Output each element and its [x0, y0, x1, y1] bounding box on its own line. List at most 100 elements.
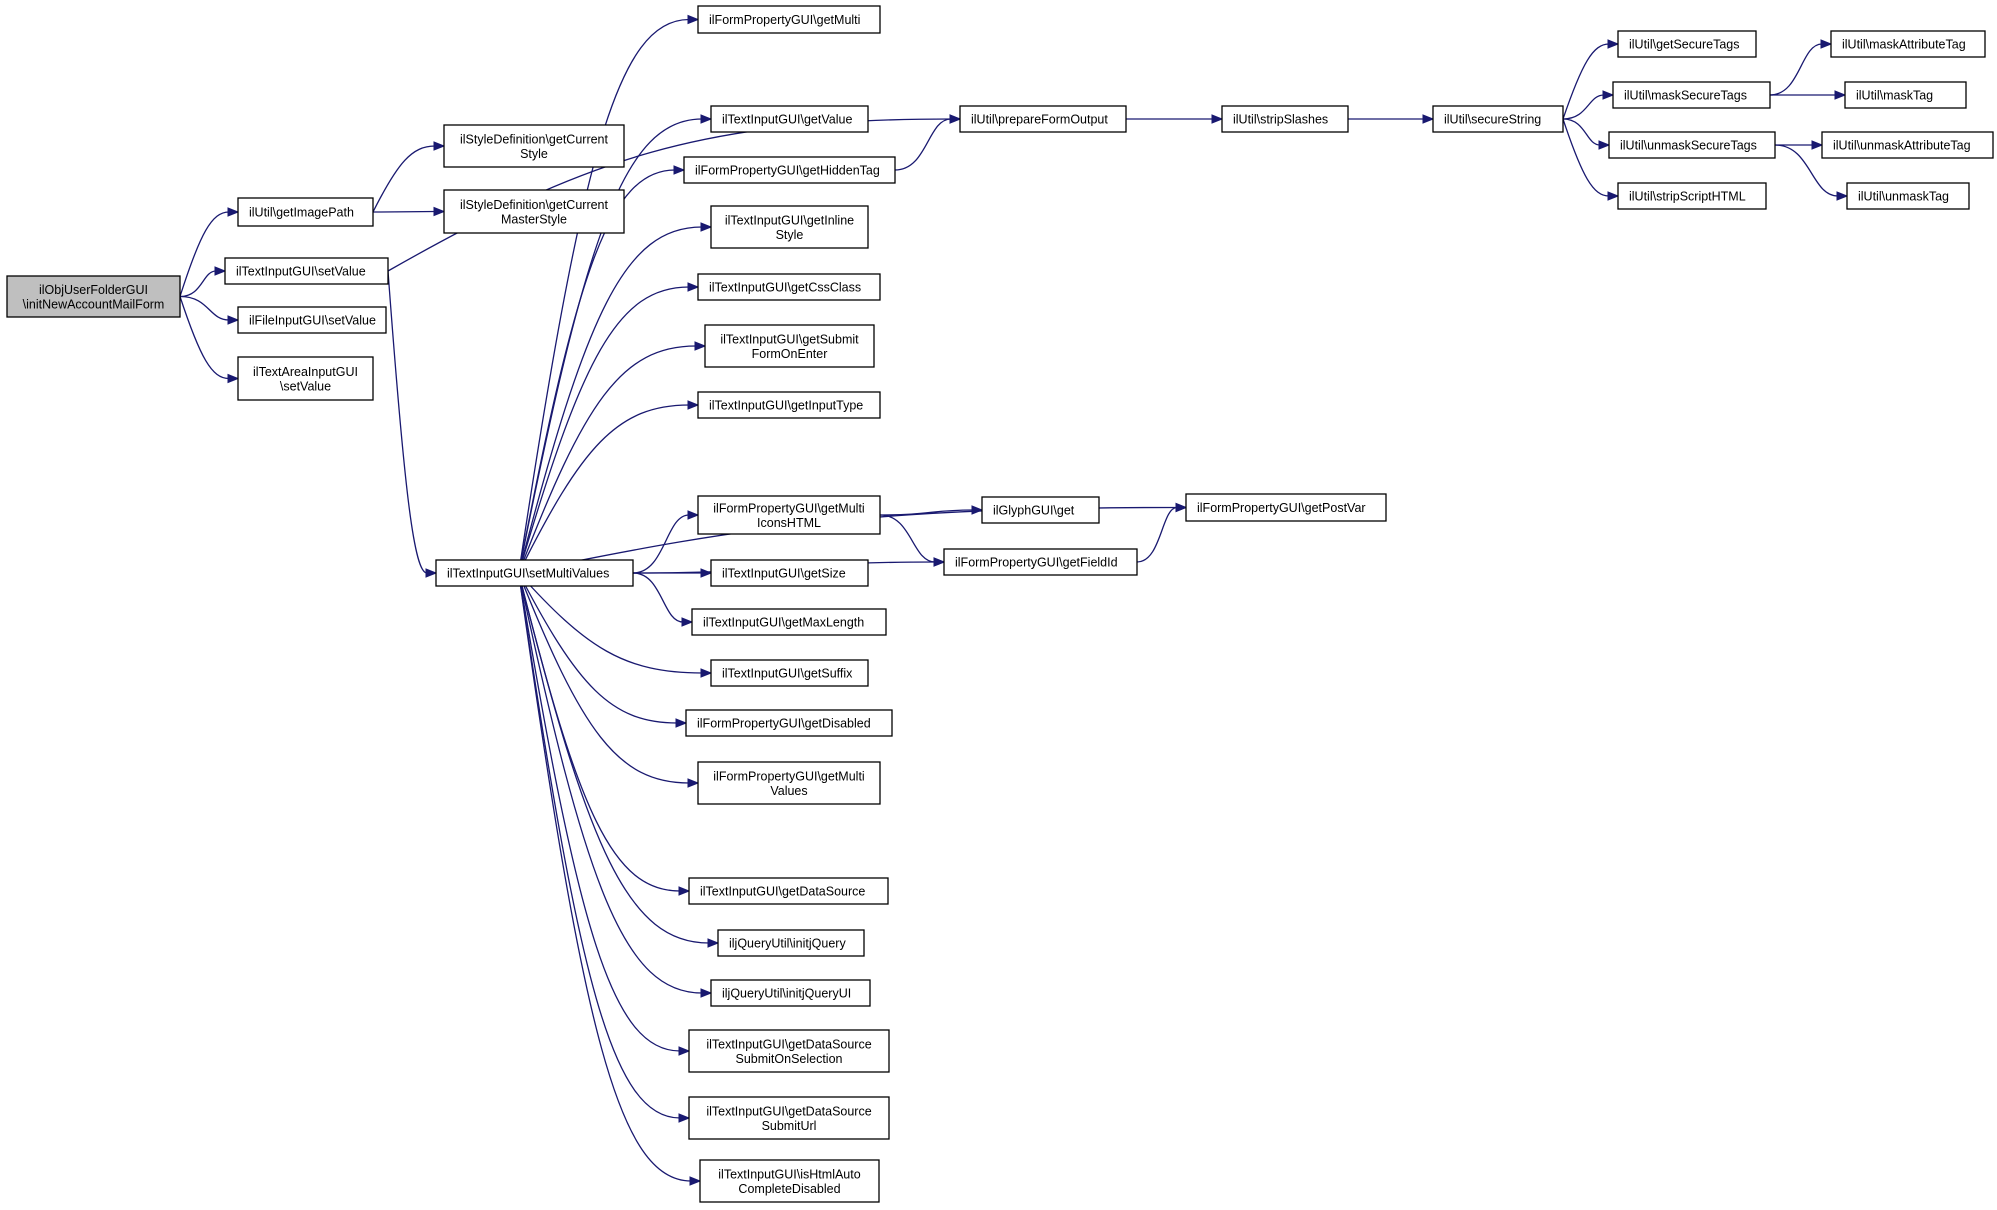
node-box — [710, 659, 869, 687]
node-label: ilTextAreaInputGUI — [253, 365, 358, 379]
edge-line — [372, 145, 436, 213]
node-get-secure-tags[interactable]: ilUtil\getSecureTags — [1617, 30, 1757, 58]
node-root[interactable]: ilObjUserFolderGUI\initNewAccountMailFor… — [6, 275, 181, 318]
edge-arrowhead — [1175, 502, 1188, 513]
node-fp-get-field-id[interactable]: ilFormPropertyGUI\getFieldId — [943, 548, 1138, 576]
edge-arrowhead — [425, 568, 438, 578]
node-label: ilTextInputGUI\getDataSource — [706, 1104, 871, 1118]
edge-line — [632, 572, 684, 623]
edge-mask-secure-tags-to-mask-tag — [1770, 90, 1847, 100]
edge-root-to-ta-set-value — [179, 296, 240, 384]
edge-line — [518, 572, 703, 674]
node-ti-set-value[interactable]: ilTextInputGUI\setValue — [224, 257, 389, 285]
node-glyph-get[interactable]: ilGlyphGUI\get — [981, 496, 1100, 524]
node-label: ilTextInputGUI\getSubmit — [720, 332, 859, 346]
node-box — [435, 559, 634, 587]
edge-arrowhead — [681, 617, 694, 627]
edge-secure-string-to-get-secure-tags — [1562, 39, 1620, 120]
edge-fp-get-multi-icons-html-to-glyph-get — [879, 505, 984, 516]
edge-arrowhead — [687, 282, 700, 292]
edge-set-multi-values-to-jq-initj-query-ui — [518, 572, 713, 998]
node-ti-get-dssubmit-on-sel[interactable]: ilTextInputGUI\getDataSourceSubmitOnSele… — [688, 1029, 890, 1073]
node-strip-script-html[interactable]: ilUtil\stripScriptHTML — [1617, 182, 1767, 210]
edge-arrowhead — [689, 1176, 702, 1186]
node-secure-string[interactable]: ilUtil\secureString — [1432, 105, 1564, 133]
edge-arrowhead — [1834, 90, 1847, 100]
node-ti-is-html-auto[interactable]: ilTextInputGUI\isHtmlAutoCompleteDisable… — [699, 1159, 880, 1203]
node-box — [1821, 131, 1994, 159]
edge-arrowhead — [687, 778, 700, 788]
edge-line — [1562, 43, 1610, 120]
edge-line — [179, 295, 230, 321]
edge-root-to-ti-set-value — [179, 266, 227, 298]
edge-line — [179, 211, 230, 297]
node-ti-get-max-length[interactable]: ilTextInputGUI\getMaxLength — [691, 608, 887, 636]
edge-line — [518, 345, 697, 574]
node-label: ilTextInputGUI\getInputType — [709, 399, 863, 413]
edge-set-multi-values-to-ti-get-css-class — [518, 282, 700, 574]
node-unmask-secure-tags[interactable]: ilUtil\unmaskSecureTags — [1608, 131, 1776, 159]
edge-set-multi-values-to-fp-get-multi-icons-html — [632, 510, 700, 574]
edge-line — [879, 514, 936, 563]
node-ti-get-value[interactable]: ilTextInputGUI\getValue — [710, 105, 869, 133]
node-label: iljQueryUtil\initjQueryUI — [722, 987, 851, 1001]
node-set-multi-values[interactable]: ilTextInputGUI\setMultiValues — [435, 559, 634, 587]
node-fp-get-multi[interactable]: ilFormPropertyGUI\getMulti — [697, 5, 881, 34]
edge-arrowhead — [949, 114, 962, 124]
edge-arrowhead — [678, 1113, 691, 1123]
node-mask-tag[interactable]: ilUtil\maskTag — [1844, 81, 1967, 109]
edge-fp-get-field-id-to-fp-get-post-var — [1136, 502, 1188, 563]
call-graph-nodes: ilObjUserFolderGUI\initNewAccountMailFor… — [6, 5, 1994, 1203]
edge-set-multi-values-to-ti-get-submit-form-on-enter — [518, 341, 707, 574]
node-mask-secure-tags[interactable]: ilUtil\maskSecureTags — [1612, 81, 1771, 109]
edge-secure-string-to-strip-script-html — [1562, 118, 1620, 201]
node-unmask-tag[interactable]: ilUtil\unmaskTag — [1846, 182, 1970, 210]
node-box — [710, 559, 869, 587]
edge-line — [1562, 94, 1605, 120]
node-label: ilUtil\getImagePath — [249, 206, 354, 220]
node-label: ilTextInputGUI\getSize — [722, 567, 846, 581]
node-get-image-path[interactable]: ilUtil\getImagePath — [237, 197, 374, 227]
node-box — [1432, 105, 1564, 133]
node-label: ilUtil\maskAttributeTag — [1842, 38, 1966, 52]
node-label: ilFormPropertyGUI\getMulti — [713, 769, 864, 783]
edge-unmask-secure-tags-to-unmask-attribute-tag — [1775, 140, 1824, 150]
edge-line — [518, 572, 681, 1119]
node-ti-get-input-type[interactable]: ilTextInputGUI\getInputType — [697, 391, 881, 419]
node-fi-set-value[interactable]: ilFileInputGUI\setValue — [237, 306, 387, 334]
node-label: ilUtil\stripSlashes — [1233, 113, 1328, 127]
node-jq-initj-query-ui[interactable]: iljQueryUtil\initjQueryUI — [710, 979, 871, 1007]
node-ti-get-size[interactable]: ilTextInputGUI\getSize — [710, 559, 869, 587]
edge-line — [518, 572, 678, 724]
node-label: ilUtil\secureString — [1444, 113, 1541, 127]
node-unmask-attribute-tag[interactable]: ilUtil\unmaskAttributeTag — [1821, 131, 1994, 159]
node-ti-get-data-source[interactable]: ilTextInputGUI\getDataSource — [688, 877, 889, 905]
node-fp-get-post-var[interactable]: ilFormPropertyGUI\getPostVar — [1185, 493, 1387, 522]
node-label: ilFormPropertyGUI\getMulti — [709, 13, 860, 27]
edge-arrowhead — [1836, 191, 1849, 201]
node-label: SubmitOnSelection — [735, 1052, 842, 1066]
node-box — [1612, 81, 1771, 109]
node-prepare-form-output[interactable]: ilUtil\prepareFormOutput — [959, 105, 1127, 133]
node-mask-attribute-tag[interactable]: ilUtil\maskAttributeTag — [1830, 30, 1986, 58]
node-box — [1830, 30, 1986, 58]
node-ti-get-suffix[interactable]: ilTextInputGUI\getSuffix — [710, 659, 869, 687]
edge-arrowhead — [433, 206, 446, 217]
node-fp-get-hidden-tag[interactable]: ilFormPropertyGUI\getHiddenTag — [683, 156, 896, 184]
node-box — [237, 306, 387, 334]
edge-secure-string-to-unmask-secure-tags — [1562, 118, 1611, 150]
node-fp-get-disabled[interactable]: ilFormPropertyGUI\getDisabled — [685, 709, 893, 737]
node-ti-get-css-class[interactable]: ilTextInputGUI\getCssClass — [697, 273, 881, 301]
node-strip-slashes[interactable]: ilUtil\stripSlashes — [1221, 105, 1349, 133]
node-jq-initj-query[interactable]: iljQueryUtil\initjQuery — [717, 929, 865, 957]
node-label: ilFileInputGUI\setValue — [249, 314, 376, 328]
node-label: Values — [770, 784, 807, 798]
node-ta-set-value[interactable]: ilTextAreaInputGUI\setValue — [237, 356, 374, 401]
